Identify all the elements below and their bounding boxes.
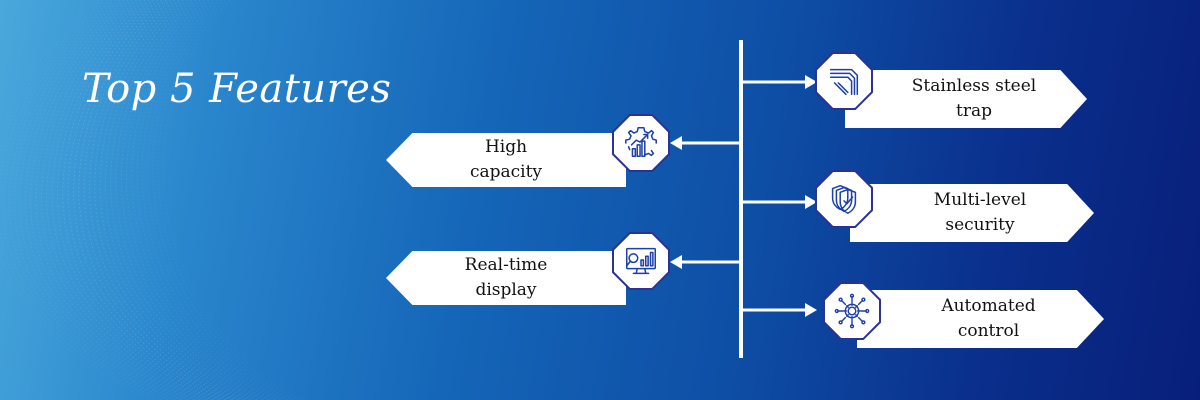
feature-label: Automated control (941, 296, 1036, 341)
wave-line (136, 0, 282, 400)
connector-branch-security (741, 195, 817, 209)
wave-line (147, 0, 291, 400)
feature-tag: Stainless steel trap (845, 70, 1087, 128)
wave-line (152, 0, 296, 400)
feature-tag: High capacity (386, 133, 626, 187)
wave-line (24, 0, 189, 400)
shield-check-icon (831, 184, 857, 215)
wave-line (14, 0, 180, 400)
page-title: Top 5 Features (82, 66, 392, 112)
feature-tag: Automated control (857, 290, 1104, 348)
wave-line (83, 0, 238, 400)
wave-line (0, 0, 157, 400)
wave-line (19, 0, 184, 400)
feature-tag: Real-time display (386, 251, 626, 305)
wave-line (115, 0, 264, 400)
wave-line (105, 0, 255, 400)
wave-line (126, 0, 273, 400)
stacked-layers-icon (829, 68, 859, 96)
wave-line (0, 0, 166, 400)
feature-badge (612, 232, 670, 290)
monitor-magnifier-icon (625, 247, 657, 275)
feature-label: Stainless steel trap (911, 76, 1037, 121)
wave-line (157, 0, 300, 400)
feature-badge (823, 282, 881, 340)
circuit-gear-icon (834, 293, 870, 329)
wave-line (110, 0, 260, 400)
feature-badge (815, 52, 873, 110)
wave-line (89, 0, 242, 400)
connector-branch-stainless (741, 75, 817, 89)
feature-tag: Multi-level security (850, 184, 1094, 242)
feature-label: Real-time display (464, 255, 548, 300)
wave-line (0, 0, 162, 400)
wave-line (3, 0, 171, 400)
gear-chart-icon (625, 127, 657, 158)
feature-badge (612, 114, 670, 172)
wave-line (142, 0, 287, 400)
wave-line (120, 0, 269, 400)
wave-line (78, 0, 233, 400)
feature-label: Multi-level security (933, 190, 1027, 235)
wave-line (73, 0, 229, 400)
feature-badge (815, 170, 873, 228)
feature-label: High capacity (469, 137, 543, 182)
wave-line (131, 0, 278, 400)
connector-branch-automated (741, 303, 817, 317)
connector-branch-high-capacity (670, 136, 741, 150)
connector-branch-realtime (670, 255, 741, 269)
wave-line (99, 0, 251, 400)
